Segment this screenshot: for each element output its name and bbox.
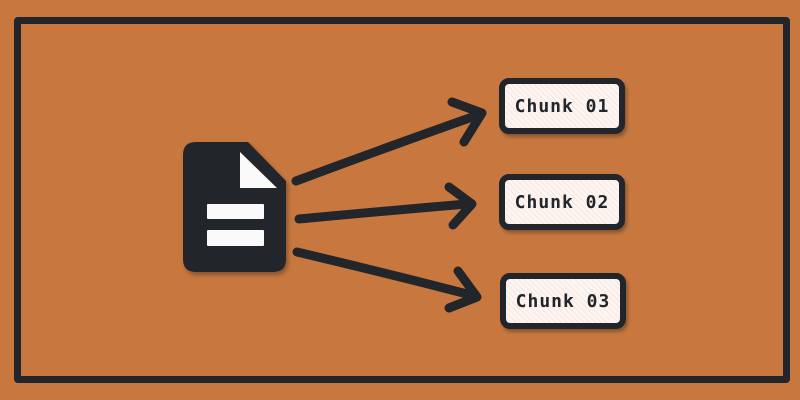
arrow-to-chunk-02	[294, 182, 477, 230]
arrow-to-chunk-03	[292, 247, 482, 313]
chunk-box-02: Chunk 02	[499, 174, 625, 230]
text-line-1	[207, 204, 264, 219]
chunk-box-01: Chunk 01	[499, 78, 625, 134]
arrow-to-chunk-01	[291, 97, 487, 186]
folded-corner-icon	[240, 152, 277, 188]
chunk-label-02: Chunk 02	[514, 191, 610, 213]
text-line-2	[207, 230, 264, 246]
chunk-label-01: Chunk 01	[514, 95, 610, 117]
document-icon	[183, 142, 286, 272]
chunk-label-03: Chunk 03	[515, 290, 611, 312]
chunk-box-03: Chunk 03	[500, 273, 626, 329]
frame-border	[14, 17, 790, 383]
